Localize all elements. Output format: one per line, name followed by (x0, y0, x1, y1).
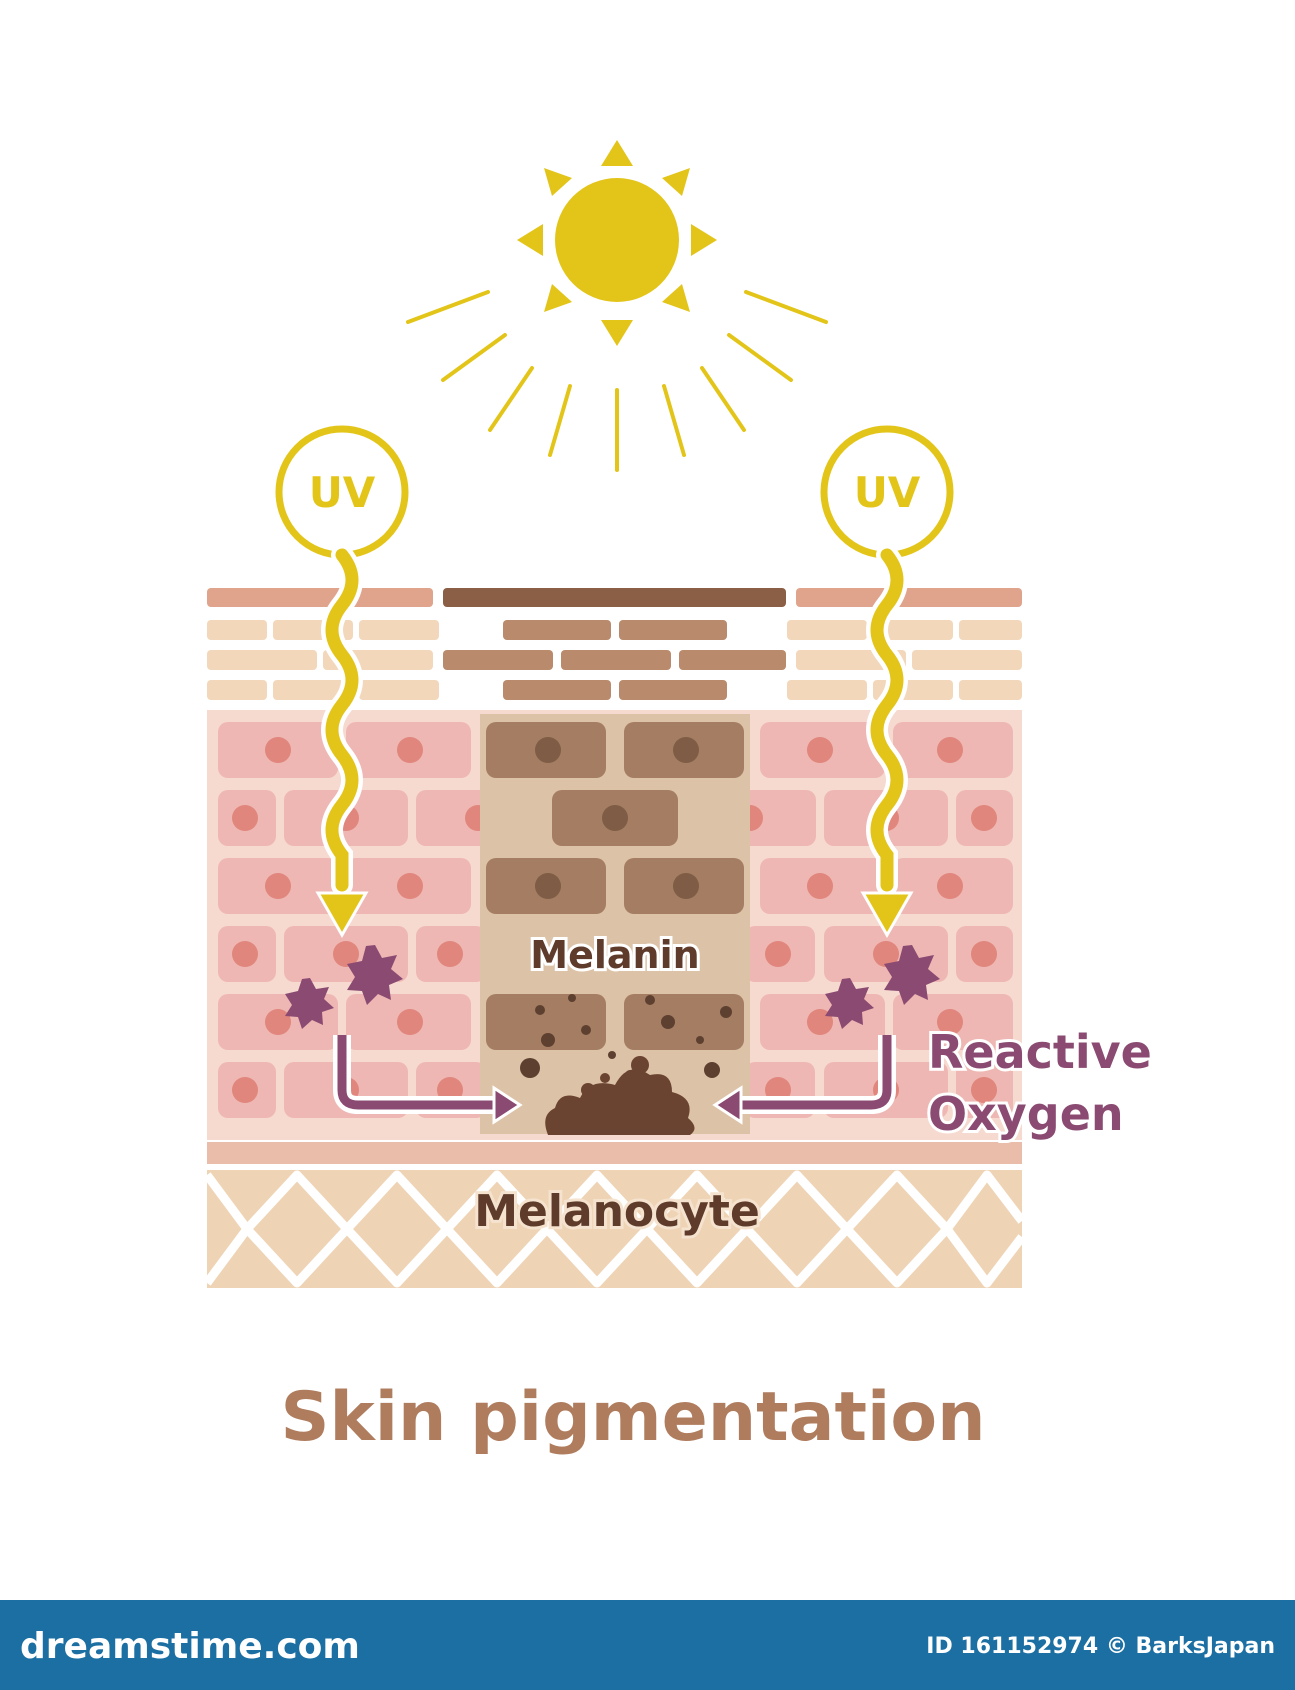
uv-label-left: UV (309, 468, 376, 517)
footer-site[interactable]: dreamstime.com (20, 1626, 360, 1667)
footer-bar: dreamstime.com ID 161152974 © BarksJapan (0, 1600, 1295, 1690)
reactive-oxygen-label-line1: Reactive (928, 1025, 1152, 1079)
sun-icon (517, 140, 717, 346)
skin-pigmentation-diagram: UV UV Melanin Melanocyte Reactive Oxygen… (203, 140, 1152, 1457)
author-name[interactable]: BarksJapan (1135, 1634, 1275, 1659)
stratum-corneum (207, 588, 1022, 700)
copyright-icon: © (1105, 1634, 1128, 1659)
image-id: ID 161152974 (926, 1634, 1099, 1659)
reactive-oxygen-label-line2: Oxygen (928, 1087, 1124, 1141)
ros-arrow-left (333, 1035, 523, 1125)
melanocyte-granules (581, 1056, 649, 1097)
melanocyte-label: Melanocyte (474, 1186, 760, 1237)
diagram-title: Skin pigmentation (281, 1378, 986, 1457)
footer-credit: ID 161152974 © BarksJapan (926, 1634, 1275, 1659)
sun-rays (406, 290, 828, 472)
dermis-layer (203, 1170, 1026, 1288)
uv-ray-right (820, 425, 954, 939)
melanocyte-cell (545, 1069, 695, 1135)
basement-membrane (207, 1142, 1022, 1164)
uv-label-right: UV (854, 468, 921, 517)
ros-arrow-right (712, 1035, 896, 1125)
melanin-label: Melanin (530, 933, 699, 977)
uv-ray-left (275, 425, 409, 939)
ros-particles (285, 945, 940, 1029)
